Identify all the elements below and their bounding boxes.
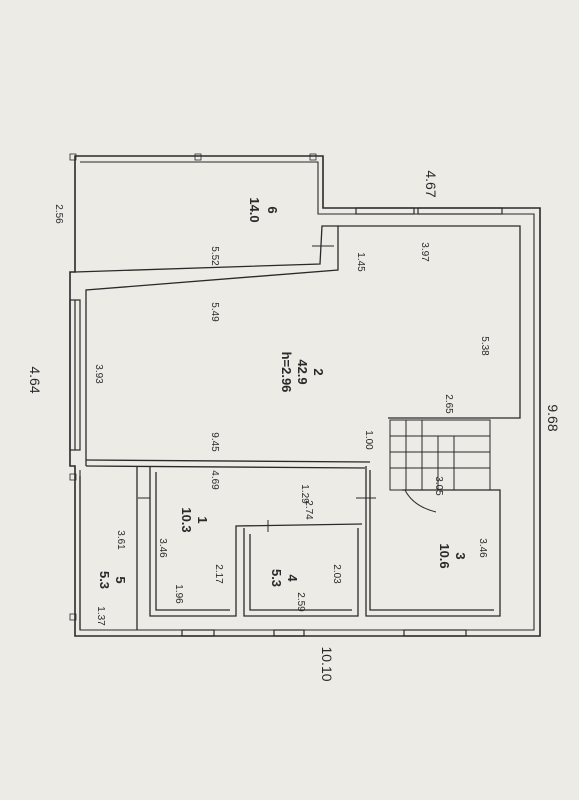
dim-3-46-left: 3.46 [157,538,168,558]
room2-number: 2 [311,368,326,375]
wall-room2-right [338,225,521,419]
dim-9-45: 9.45 [209,432,220,452]
dim-10-10: 10.10 [319,646,335,681]
dim-3-05: 3.05 [433,476,444,496]
dim-1-37: 1.37 [95,606,106,626]
wall-room4 [243,528,359,617]
dim-2-03: 2.03 [331,564,342,584]
outer-wall [69,155,541,637]
room4-area: 5.3 [269,569,284,587]
dim-3-93: 3.93 [93,364,104,384]
room1-number: 1 [195,516,210,523]
dim-1-45: 1.45 [355,252,366,272]
dim-2-17: 2.17 [213,564,224,584]
dim-9-68: 9.68 [545,404,561,431]
room3-area: 10.6 [437,543,452,568]
dim-2-56: 2.56 [53,204,64,224]
dim-2-59: 2.59 [295,592,306,612]
dim-1-00: 1.00 [363,430,374,450]
room3-number: 3 [453,552,468,559]
dim-4-64: 4.64 [27,366,43,393]
windows [69,207,503,637]
room6-number: 6 [265,206,280,213]
dim-2-65: 2.65 [443,394,454,414]
dim-3-97: 3.97 [419,242,430,262]
dim-4-69: 4.69 [209,470,220,490]
corner-markers [69,153,317,621]
dim-5-38: 5.38 [479,336,490,356]
door-marks [138,245,376,532]
staircase [389,419,491,513]
room5-area: 5.3 [97,571,112,589]
room6-area: 14.0 [247,197,262,222]
wall-room5 [79,466,138,630]
room5-number: 5 [113,576,128,583]
wall-room2-bottom [85,459,371,469]
dim-4-67: 4.67 [423,170,439,197]
dim-1-96: 1.96 [173,584,184,604]
dim-1-29: 1.29 [299,484,310,504]
room2-area: 42.9 [295,359,310,384]
dim-5-52: 5.52 [209,246,220,266]
room1-area: 10.3 [179,507,194,532]
dim-3-46-right: 3.46 [477,538,488,558]
room4-number: 4 [285,574,300,582]
dim-2-74: 2.74 [303,500,314,520]
dim-3-61: 3.61 [115,530,126,550]
dim-5-49: 5.49 [209,302,220,322]
wall-room1 [149,466,363,617]
room2-height: h=2.96 [279,352,294,393]
